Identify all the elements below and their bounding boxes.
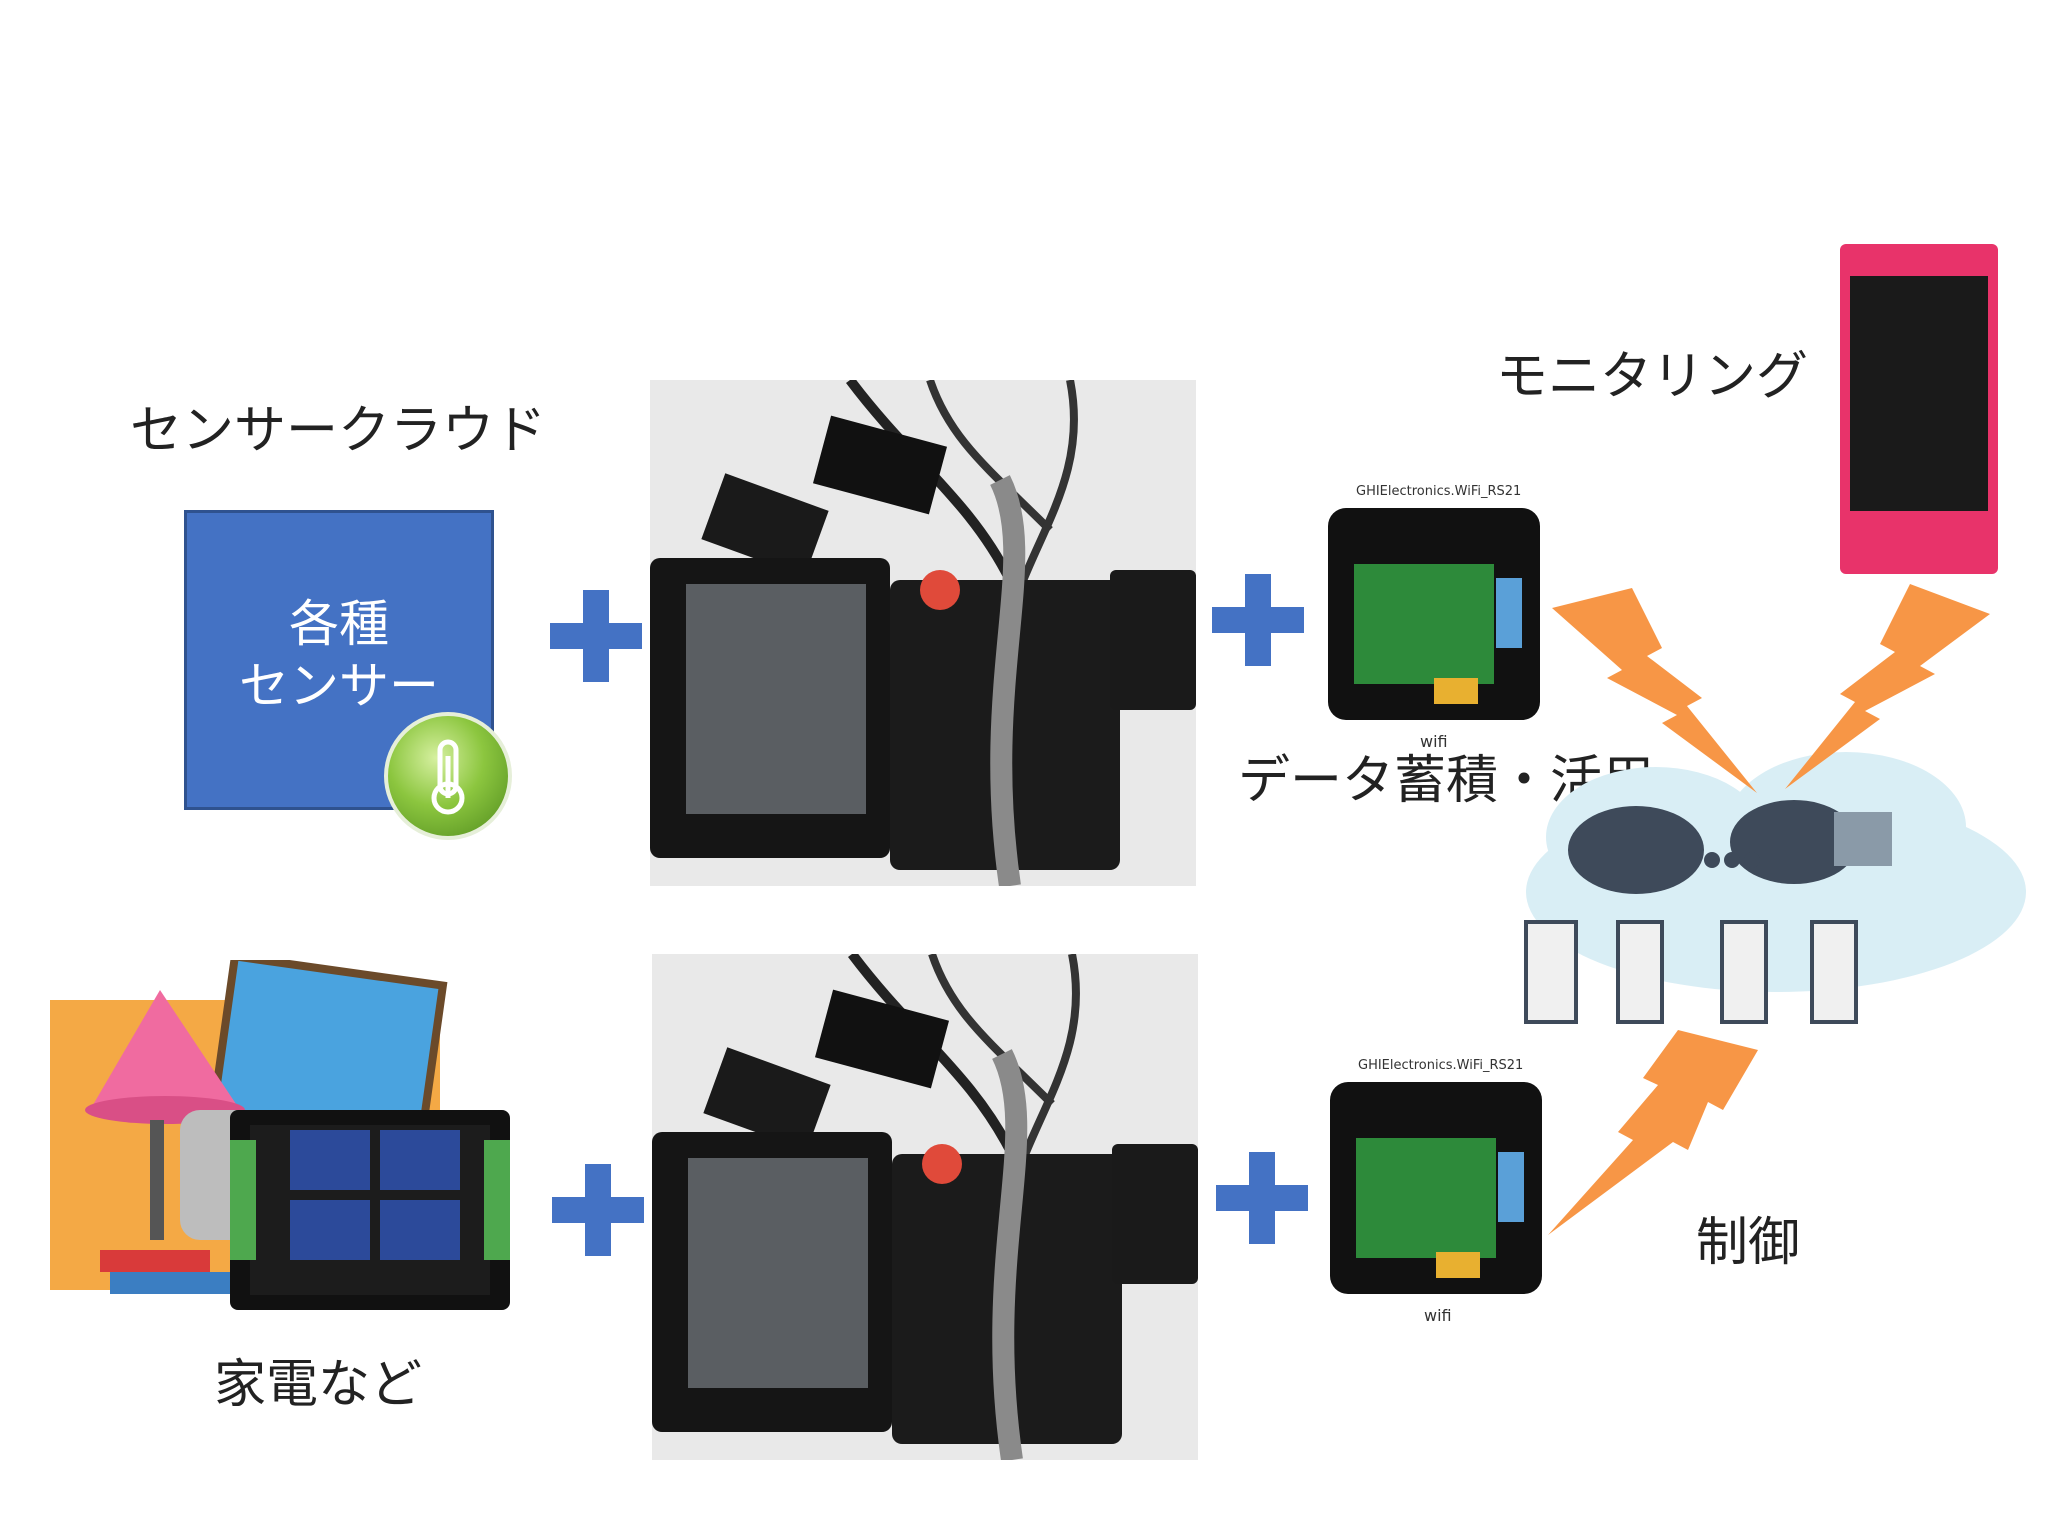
smartphone-icon	[1840, 244, 1998, 574]
diagram-title: センサークラウド	[130, 401, 547, 461]
plus-icon-4	[1216, 1152, 1308, 1244]
wifi-module-title-bottom: GHIElectronics.WiFi_RS21	[1358, 1058, 1524, 1073]
wifi-caption-bottom: wifi	[1424, 1306, 1452, 1325]
lightning-icon-right	[1785, 584, 1990, 789]
monitoring-label: モニタリング	[1496, 347, 1809, 407]
wifi-module-top	[1328, 508, 1540, 720]
mainboard-photo-top	[650, 380, 1196, 886]
sensor-box: 各種 センサー	[184, 510, 494, 810]
appliances-label: 家電など	[214, 1355, 423, 1415]
wifi-module-bottom	[1330, 1082, 1542, 1294]
wifi-caption-top: wifi	[1420, 732, 1448, 751]
plus-icon-2	[1212, 574, 1304, 666]
wifi-module-title-top: GHIElectronics.WiFi_RS21	[1356, 484, 1522, 499]
lightning-icon-bottom	[1548, 1030, 1758, 1235]
sensor-box-text: 各種 センサー	[187, 593, 491, 717]
appliances-illustration	[50, 960, 510, 1310]
sensor-box-line2: センサー	[239, 657, 439, 715]
plus-icon-1	[550, 590, 642, 682]
plus-icon-3	[552, 1164, 644, 1256]
thermometer-icon	[384, 712, 512, 840]
control-label: 制御	[1696, 1213, 1801, 1273]
mainboard-photo-bottom	[652, 954, 1198, 1460]
cloud-server-icon	[1524, 752, 2026, 1024]
lightning-icon-left	[1552, 588, 1757, 793]
sensor-box-line1: 各種	[289, 595, 389, 653]
